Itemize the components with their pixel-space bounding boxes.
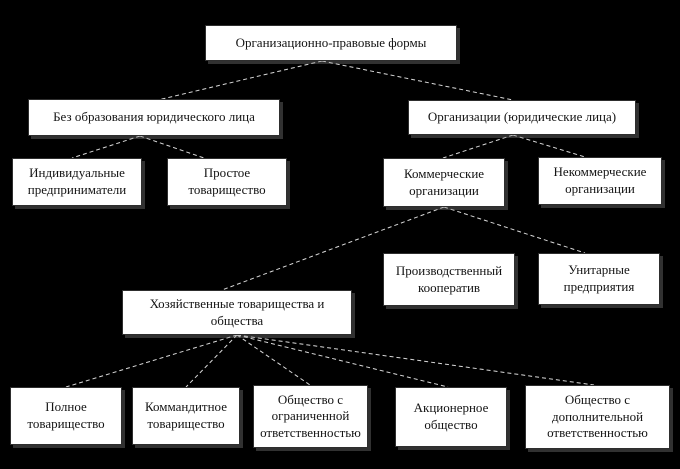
- edge-khoz-odo: [236, 334, 595, 386]
- edge-no-entity-prost: [139, 135, 205, 159]
- node-full-partnership-label: Полное товарищество: [27, 399, 105, 431]
- node-joint-stock-company-label: Акционерное общество: [413, 400, 489, 432]
- node-unitary-enterprises: Унитарные предприятия: [538, 253, 660, 305]
- edge-khoz-ooo: [236, 334, 311, 386]
- node-limited-liability-company-label: Общество с ограниченной ответственностью: [260, 391, 361, 440]
- node-organizations-legal-entities-label: Организации (юридические лица): [427, 109, 617, 125]
- edge-root-org: [321, 60, 514, 101]
- node-simple-partnership: Простое товарищество: [167, 158, 287, 206]
- edge-khoz-ao: [236, 334, 449, 388]
- node-additional-liability-company-label: Общество с дополнительной ответственност…: [547, 392, 648, 441]
- node-simple-partnership-label: Простое товарищество: [188, 165, 266, 197]
- edge-org-nekomm: [512, 134, 586, 158]
- node-limited-liability-company: Общество с ограниченной ответственностью: [253, 385, 368, 448]
- edge-khoz-polnoe: [65, 334, 238, 388]
- node-individual-entrepreneurs: Индивидуальные предприниматели: [12, 158, 142, 206]
- node-org-legal-forms: Организационно-правовые формы: [205, 25, 457, 61]
- node-unitary-enterprises-label: Унитарные предприятия: [563, 262, 635, 294]
- node-production-cooperative-label: Производственный кооператив: [395, 262, 503, 295]
- node-without-legal-entity-label: Без образования юридического лица: [53, 109, 255, 125]
- edge-root-no-entity: [157, 60, 323, 101]
- node-limited-partnership: Коммандитное товарищество: [132, 387, 240, 445]
- node-individual-entrepreneurs-label: Индивидуальные предприниматели: [27, 165, 127, 197]
- node-noncommercial-organizations: Некоммерческие организации: [538, 157, 662, 205]
- node-organizations-legal-entities: Организации (юридические лица): [408, 100, 636, 135]
- node-production-cooperative: Производственный кооператив: [383, 253, 515, 306]
- edge-org-komm: [442, 134, 514, 159]
- node-org-legal-forms-label: Организационно-правовые формы: [235, 34, 427, 50]
- edge-khoz-kommandit: [185, 334, 238, 388]
- node-additional-liability-company: Общество с дополнительной ответственност…: [525, 385, 670, 449]
- node-commercial-organizations-label: Коммерческие организации: [403, 165, 485, 198]
- node-commercial-organizations: Коммерческие организации: [383, 158, 505, 207]
- node-economic-partnerships-companies-label: Хозяйственные товарищества и общества: [149, 295, 325, 328]
- node-without-legal-entity: Без образования юридического лица: [28, 99, 280, 136]
- node-economic-partnerships-companies: Хозяйственные товарищества и общества: [122, 290, 352, 335]
- edge-no-entity-ind: [71, 135, 141, 159]
- node-limited-partnership-label: Коммандитное товарищество: [144, 399, 227, 431]
- edge-komm-khoz: [221, 206, 445, 291]
- node-noncommercial-organizations-label: Некоммерческие организации: [553, 164, 647, 196]
- node-joint-stock-company: Акционерное общество: [395, 387, 507, 447]
- edge-komm-unit: [443, 206, 586, 254]
- node-full-partnership: Полное товарищество: [10, 387, 122, 445]
